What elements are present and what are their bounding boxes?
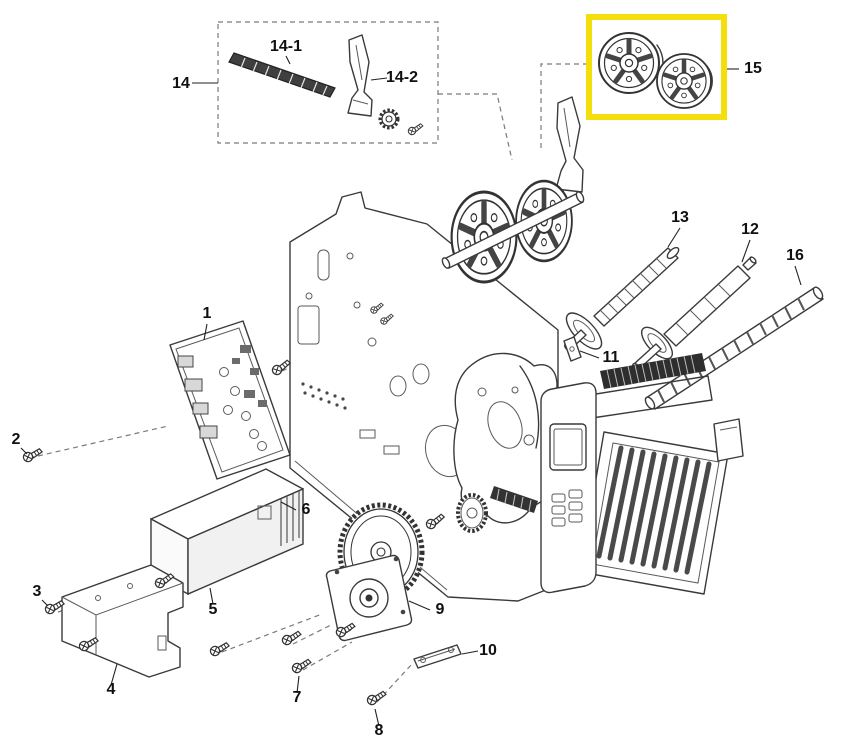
part-label-4: 4 bbox=[107, 681, 116, 698]
platen-roller bbox=[600, 353, 706, 389]
part-label-1: 1 bbox=[203, 305, 212, 322]
part-label-5: 5 bbox=[209, 601, 218, 618]
part-11-sensor-plate bbox=[563, 336, 582, 362]
part-9-stepper-motor bbox=[325, 502, 425, 642]
board-capacitors bbox=[219, 367, 267, 451]
part-label-16: 16 bbox=[786, 247, 804, 264]
part-label-7: 7 bbox=[293, 689, 302, 706]
side-latch bbox=[713, 418, 744, 462]
screw-icon bbox=[406, 122, 425, 137]
part-label-14-1: 14-1 bbox=[270, 38, 302, 55]
printhead-gear bbox=[456, 493, 488, 533]
part-label-14: 14 bbox=[172, 75, 190, 92]
part-14-gear bbox=[378, 108, 400, 130]
front-control-panel bbox=[540, 382, 597, 594]
part-label-15: 15 bbox=[744, 60, 762, 77]
media-guide-bracket bbox=[555, 96, 584, 193]
part-1-main-logic-board bbox=[169, 320, 291, 480]
part-label-6: 6 bbox=[302, 501, 311, 518]
part-label-13: 13 bbox=[671, 209, 689, 226]
part-15-highlight-group[interactable] bbox=[586, 14, 727, 120]
part-14-kit-group bbox=[217, 21, 439, 144]
part-label-9: 9 bbox=[436, 601, 445, 618]
board-connectors bbox=[177, 355, 218, 439]
spoke-wheel-icon bbox=[657, 54, 711, 108]
part-4-mounting-bracket bbox=[61, 564, 184, 678]
spoke-wheel-icon bbox=[599, 33, 659, 93]
part-10-tear-bar bbox=[413, 644, 462, 669]
tray-slots bbox=[596, 445, 712, 575]
part-label-2: 2 bbox=[12, 431, 21, 448]
part-label-14-2: 14-2 bbox=[386, 69, 418, 86]
part-label-12: 12 bbox=[741, 221, 759, 238]
media-spindle-assembly bbox=[441, 96, 585, 282]
part-label-10: 10 bbox=[479, 642, 497, 659]
display-screen bbox=[549, 423, 587, 471]
print-mechanism-assembly bbox=[540, 353, 744, 595]
part-label-11: 11 bbox=[603, 349, 620, 366]
printhead-mechanism bbox=[453, 352, 564, 533]
board-chips bbox=[232, 345, 267, 407]
psu-vents bbox=[280, 491, 300, 546]
vent-holes bbox=[301, 382, 347, 410]
label-leader-lines bbox=[20, 55, 802, 727]
part-14-1-platen-bar bbox=[228, 52, 336, 98]
part-14-2-bracket bbox=[347, 34, 373, 117]
part-number-labels: 1 2 3 4 5 6 7 8 9 10 11 12 13 14 14-1 14… bbox=[12, 38, 804, 739]
part-label-8: 8 bbox=[375, 722, 384, 739]
panel-buttons bbox=[551, 489, 583, 527]
part-5-power-supply bbox=[150, 468, 304, 596]
part-label-3: 3 bbox=[33, 583, 42, 600]
